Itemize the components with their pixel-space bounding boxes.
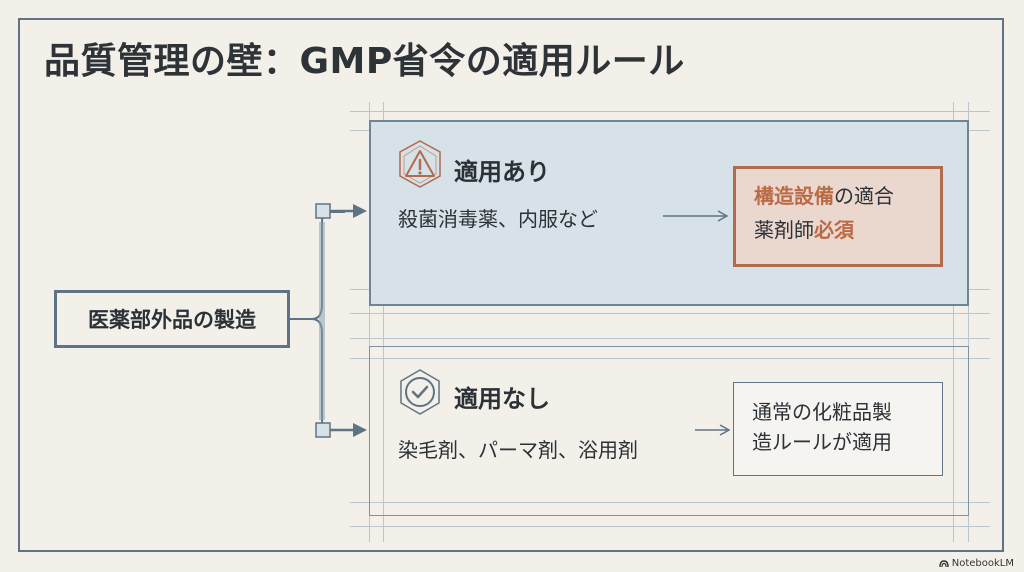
guide-line: [953, 102, 954, 542]
result-line-2: 薬剤師必須: [754, 213, 922, 247]
slide-frame: [18, 18, 1004, 552]
watermark: NotebookLM: [939, 558, 1014, 569]
guide-line: [350, 313, 990, 314]
slide-title: 品質管理の壁：GMP省令の適用ルール: [44, 41, 685, 82]
pharmacist-text: 薬剤師: [754, 218, 814, 242]
result-line-1: 構造設備の適合: [754, 179, 922, 213]
normal-result-box: 通常の化粧品製 造ルールが適用: [733, 382, 943, 476]
not-applicable-examples: 染毛剤、パーマ剤、浴用剤: [398, 438, 638, 462]
source-node-label: 医薬部外品の製造: [88, 308, 256, 332]
warning-icon: [399, 140, 441, 188]
applicable-heading: 適用あり: [454, 158, 550, 186]
watermark-text: NotebookLM: [951, 558, 1014, 569]
not-applicable-panel: [369, 346, 969, 516]
guide-line: [383, 102, 384, 542]
conformity-text: の適合: [834, 184, 894, 208]
normal-result-line-2: 造ルールが適用: [752, 430, 892, 454]
guide-line: [350, 502, 990, 503]
applicable-examples: 殺菌消毒薬、内服など: [398, 207, 598, 231]
notebooklm-logo-icon: [939, 559, 949, 567]
guide-line: [350, 111, 990, 112]
guide-line: [350, 338, 990, 339]
guide-line: [350, 358, 990, 359]
required-result-box: 構造設備の適合 薬剤師必須: [733, 166, 943, 267]
structure-equipment-text: 構造設備: [754, 184, 834, 208]
normal-result-line-1: 通常の化粧品製: [752, 400, 892, 424]
not-applicable-heading: 適用なし: [454, 385, 550, 413]
required-text: 必須: [814, 218, 854, 242]
check-icon: [400, 369, 440, 415]
guide-line: [350, 526, 990, 527]
source-node: 医薬部外品の製造: [54, 290, 290, 348]
guide-line: [369, 102, 370, 542]
guide-line: [968, 102, 969, 542]
